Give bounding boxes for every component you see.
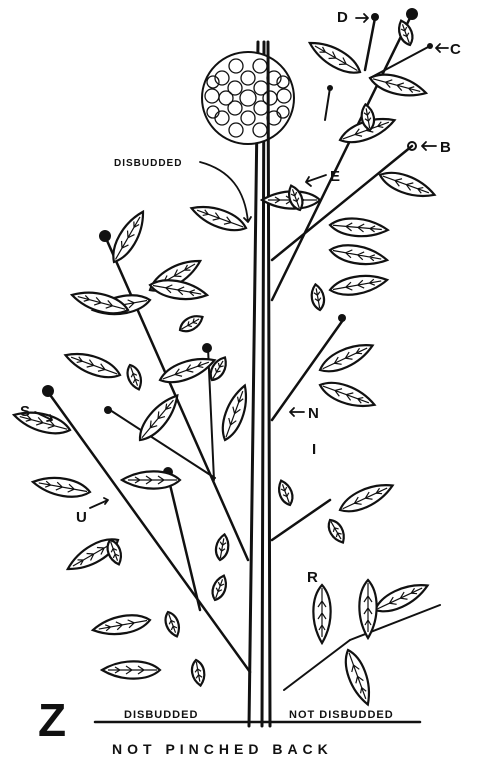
label-b: B [440,139,451,156]
disbudded-callout: DISBUDDED [114,158,182,169]
label-r: R [307,569,318,586]
figure-number: Z [38,694,66,746]
label-e: E [330,168,340,185]
disbudded-plant [12,42,294,726]
label-n: N [308,405,319,422]
right-ground-label: NOT DISBUDDED [289,709,394,721]
label-i: I [312,441,316,458]
label-u: U [76,509,87,526]
label-d: D [337,9,348,26]
left-ground-label: DISBUDDED [124,709,198,721]
bud-s [42,385,54,397]
flower-head [202,52,294,144]
figure-caption: NOT PINCHED BACK [112,741,333,757]
label-s: S [20,403,30,420]
label-c: C [450,41,461,58]
